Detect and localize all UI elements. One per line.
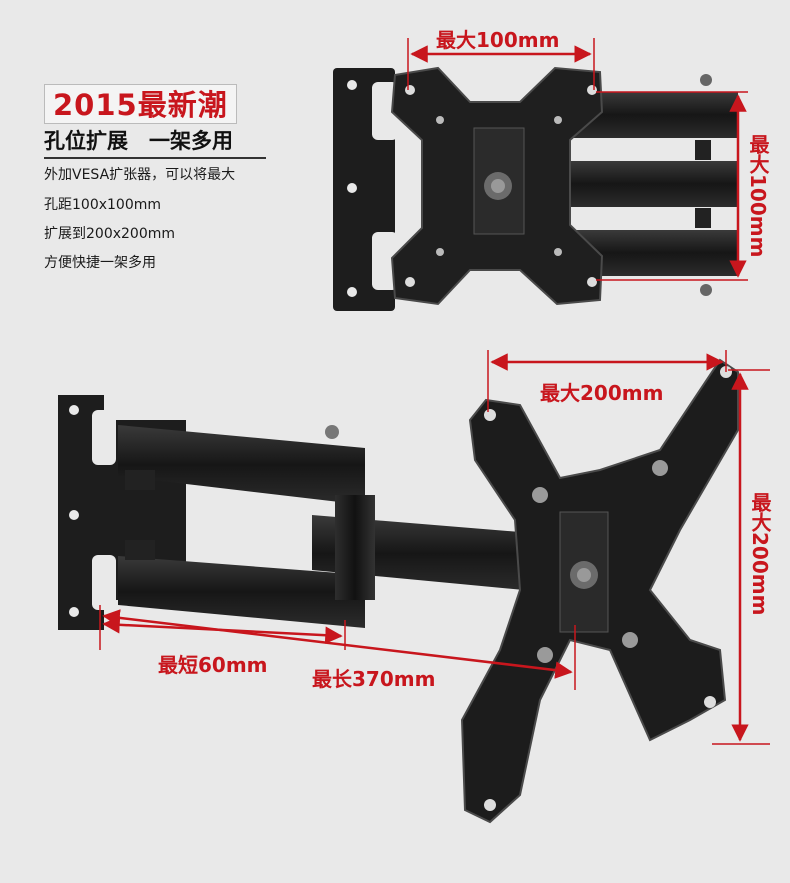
dimension-label-top-height: 最大100mm [746,134,770,258]
description-line-4: 方便快捷一架多用 [44,255,156,271]
description-line-3: 扩展到200x200mm [44,226,176,242]
description-line-1: 外加VESA扩张器，可以将最大 [44,167,236,183]
headline-box: 2015最新潮 [44,84,237,124]
description-line-2: 孔距100x100mm [44,197,162,213]
dimension-label-bottom-width: 最大200mm [540,381,664,405]
tv-wall-mount-extended-image [58,358,739,824]
dimension-label-top-width: 最大100mm [436,28,560,52]
dimension-label-bottom-height: 最大200mm [748,492,772,616]
tv-wall-mount-closed-image [333,66,738,311]
headline: 2015最新潮 [53,88,228,122]
dimension-label-min-extension: 最短60mm [158,653,268,677]
dimension-label-max-extension: 最长370mm [312,667,436,691]
subheading: 孔位扩展 一架多用 [44,128,266,159]
